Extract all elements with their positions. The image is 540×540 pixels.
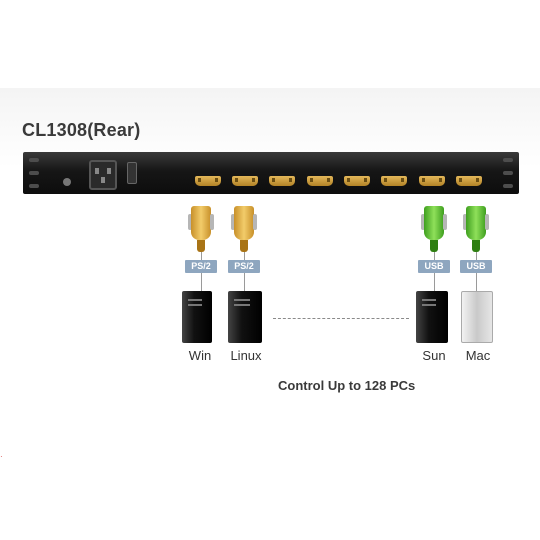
cable-wire [434,252,435,260]
pc-label-sun: Sun [422,348,446,363]
cable-wire [244,252,245,260]
kvm-port-6 [381,176,407,186]
rack-ear-right [497,152,519,194]
more-pcs-dashed-line [273,318,409,319]
cable-wire [201,273,202,291]
pc-tower-icon-mac [461,291,493,343]
rack-ear-left [23,152,45,194]
pc-label-win: Win [188,348,212,363]
pc-tower-icon-win [182,291,212,343]
interface-badge-sun: USB [418,260,450,273]
ps2-cable-connector-linux [231,206,257,252]
cable-wire [201,252,202,260]
kvm-port-2 [232,176,258,186]
kvm-port-5 [344,176,370,186]
kvm-port-3 [269,176,295,186]
ground-screw-icon [63,178,71,186]
kvm-rear-chassis [23,152,519,194]
kvm-port-1 [195,176,221,186]
power-socket-icon [89,160,117,190]
pc-label-mac: Mac [465,348,491,363]
cable-wire [434,273,435,291]
cable-wire [476,252,477,260]
pc-label-linux: Linux [230,348,262,363]
power-switch-icon [127,162,137,184]
kvm-port-4 [307,176,333,186]
diagram-panel [0,88,540,450]
cable-wire [476,273,477,291]
kvm-port-8 [456,176,482,186]
interface-badge-win: PS/2 [185,260,217,273]
usb-cable-connector-sun [421,206,447,252]
kvm-port-7 [419,176,445,186]
pc-tower-icon-linux [228,291,262,343]
interface-badge-linux: PS/2 [228,260,260,273]
pc-tower-icon-sun [416,291,448,343]
edge-mark: · [0,452,3,461]
ps2-cable-connector-win [188,206,214,252]
diagram-caption: Control Up to 128 PCs [278,378,416,393]
diagram-title: CL1308(Rear) [22,120,141,140]
cable-wire [244,273,245,291]
usb-cable-connector-mac [463,206,489,252]
interface-badge-mac: USB [460,260,492,273]
